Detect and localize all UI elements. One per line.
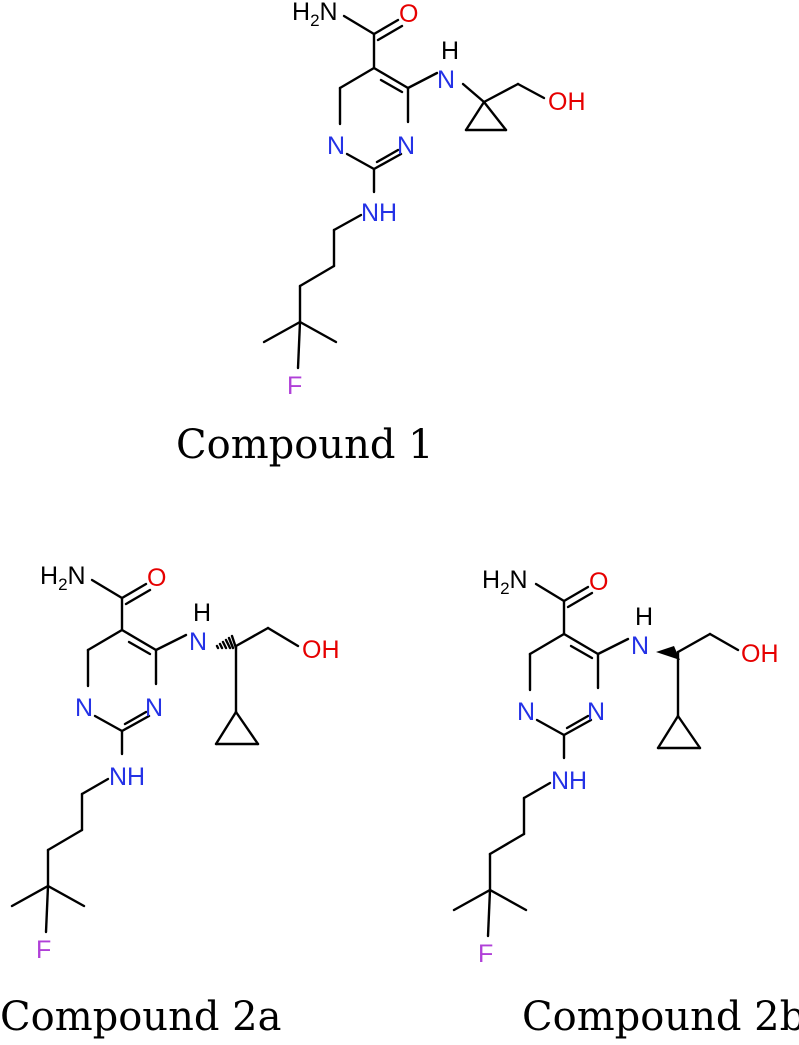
bond — [464, 100, 486, 132]
bond — [522, 781, 552, 800]
bond — [566, 591, 594, 609]
bond — [516, 82, 546, 100]
ring-nitrogen-right-label: N — [397, 132, 415, 160]
bond — [127, 640, 152, 656]
fluorine-label: F — [36, 936, 51, 964]
amide-nh2-label: H2N — [292, 0, 338, 30]
bond — [461, 82, 486, 104]
compound-2a-structure: H2N O H N OH N N NH F — [10, 562, 340, 964]
hydroxyl-label: OH — [548, 88, 586, 116]
bond — [488, 832, 526, 856]
bond — [296, 320, 302, 370]
bond — [535, 718, 566, 737]
bond — [120, 714, 151, 733]
chain-nh-label: NH — [551, 767, 587, 795]
hashed-wedge-bond — [215, 634, 238, 650]
bond — [375, 148, 400, 164]
compound-1-caption: Compound 1 — [176, 422, 434, 468]
bond — [562, 632, 600, 656]
bond — [488, 888, 528, 912]
bond — [234, 710, 260, 746]
bond — [379, 78, 404, 94]
bond — [120, 628, 158, 652]
ring-nitrogen-left-label: N — [75, 694, 93, 722]
compound-2a-caption: Compound 2a — [0, 994, 281, 1040]
bond — [676, 714, 702, 750]
bond — [262, 320, 302, 344]
bond — [372, 66, 410, 90]
amine-nitrogen-label: N — [437, 66, 455, 94]
bond — [124, 588, 152, 606]
bond — [266, 626, 300, 648]
amine-hydrogen-label: H — [193, 599, 211, 627]
bond — [345, 152, 376, 171]
bond — [44, 884, 50, 934]
ring-nitrogen-left-label: N — [327, 132, 345, 160]
bond — [708, 632, 740, 652]
bond — [376, 24, 404, 42]
bond — [93, 714, 124, 733]
bond — [676, 632, 712, 654]
bond — [338, 66, 376, 90]
bond — [86, 628, 124, 652]
bond — [482, 100, 508, 132]
amine-nitrogen-label: N — [631, 632, 649, 660]
ring-nitrogen-left-label: N — [517, 698, 535, 726]
bond — [234, 626, 270, 648]
amine-hydrogen-label: H — [441, 37, 459, 65]
ring-nitrogen-right-label: N — [587, 698, 605, 726]
bond — [342, 14, 376, 36]
chain-nh-label: NH — [109, 763, 145, 791]
bond — [656, 714, 680, 750]
bond — [120, 582, 148, 600]
bond — [452, 888, 492, 912]
carbonyl-oxygen-label: O — [147, 564, 166, 592]
fluorine-label: F — [287, 372, 302, 400]
bond — [372, 152, 403, 171]
bond — [534, 582, 566, 603]
hydroxyl-label: OH — [741, 640, 779, 668]
amine-hydrogen-label: H — [635, 603, 653, 631]
bond — [482, 82, 520, 104]
chain-nh-label: NH — [361, 199, 397, 227]
bond — [46, 828, 84, 852]
bond — [154, 633, 188, 652]
ring-nitrogen-right-label: N — [145, 694, 163, 722]
bond — [565, 714, 590, 730]
amine-nitrogen-label: N — [189, 628, 207, 656]
solid-wedge-bond — [656, 646, 680, 660]
bond — [562, 718, 593, 737]
bond — [46, 884, 86, 908]
bond — [90, 578, 124, 600]
bond — [528, 632, 566, 656]
bond — [406, 71, 439, 90]
bond — [298, 320, 338, 344]
bond — [298, 264, 336, 288]
bond — [80, 777, 110, 796]
bond — [10, 884, 50, 908]
bond — [123, 710, 148, 726]
carbonyl-oxygen-label: O — [399, 0, 418, 28]
carbonyl-oxygen-label: O — [589, 568, 608, 596]
bond — [332, 213, 363, 232]
bond — [596, 637, 630, 656]
bond — [214, 710, 238, 746]
compound-2b-structure: H2N O H N OH N N NH F — [452, 566, 779, 968]
bond — [372, 18, 400, 36]
compound-2b-caption: Compound 2b — [522, 994, 799, 1040]
bond — [562, 585, 590, 603]
amide-nh2-label: H2N — [482, 566, 528, 598]
bond — [569, 644, 594, 660]
compound-1-structure: H2N O H N OH N N NH F — [262, 0, 586, 400]
bond — [486, 888, 492, 938]
hydroxyl-label: OH — [302, 636, 340, 664]
amide-nh2-label: H2N — [40, 562, 86, 594]
fluorine-label: F — [478, 940, 493, 968]
